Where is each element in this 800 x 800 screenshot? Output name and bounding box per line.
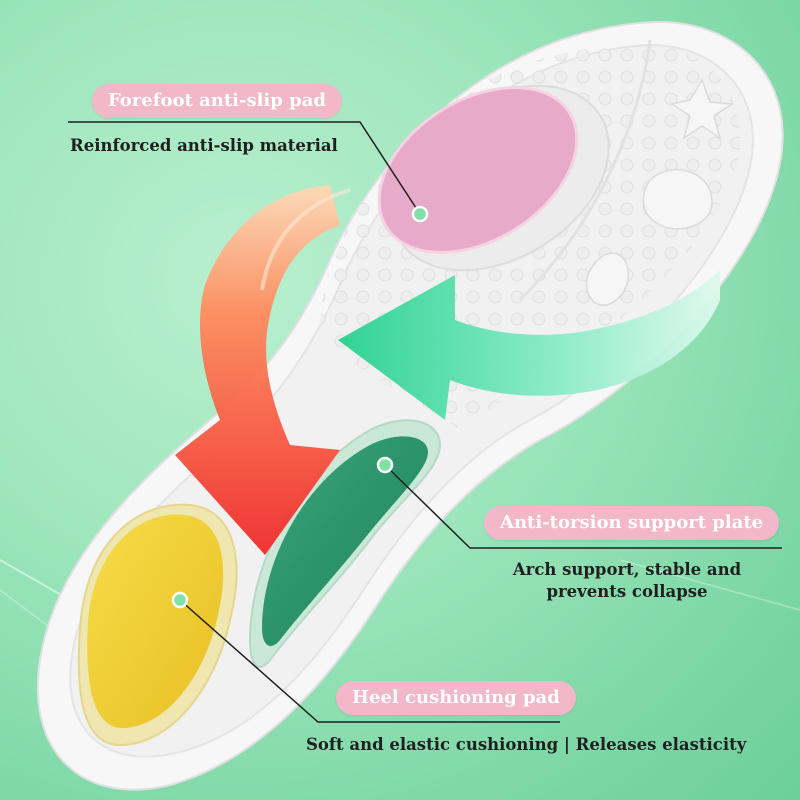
dot-marker-icon [411, 205, 429, 223]
arch-leader-line [384, 464, 782, 549]
curved-arrow-down-icon [175, 185, 351, 555]
forefoot-label: Forefoot anti-slip pad [92, 84, 342, 118]
forefoot-description: Reinforced anti-slip material [70, 136, 338, 155]
heel-pad [77, 503, 238, 747]
arch-label: Anti-torsion support plate [484, 506, 780, 540]
dot-marker-icon [376, 456, 394, 474]
heel-leader-line [179, 599, 560, 723]
heel-label: Heel cushioning pad [336, 681, 576, 715]
heel-description: Soft and elastic cushioning | Releases e… [306, 735, 747, 754]
dot-marker-icon [171, 591, 189, 609]
arch-description-line2: prevents collapse [546, 582, 708, 601]
curved-arrow-left-icon [338, 270, 720, 420]
forefoot-leader-line [68, 121, 421, 215]
forefoot-pad [377, 84, 610, 272]
arch-description-line1: Arch support, stable and [512, 560, 742, 579]
